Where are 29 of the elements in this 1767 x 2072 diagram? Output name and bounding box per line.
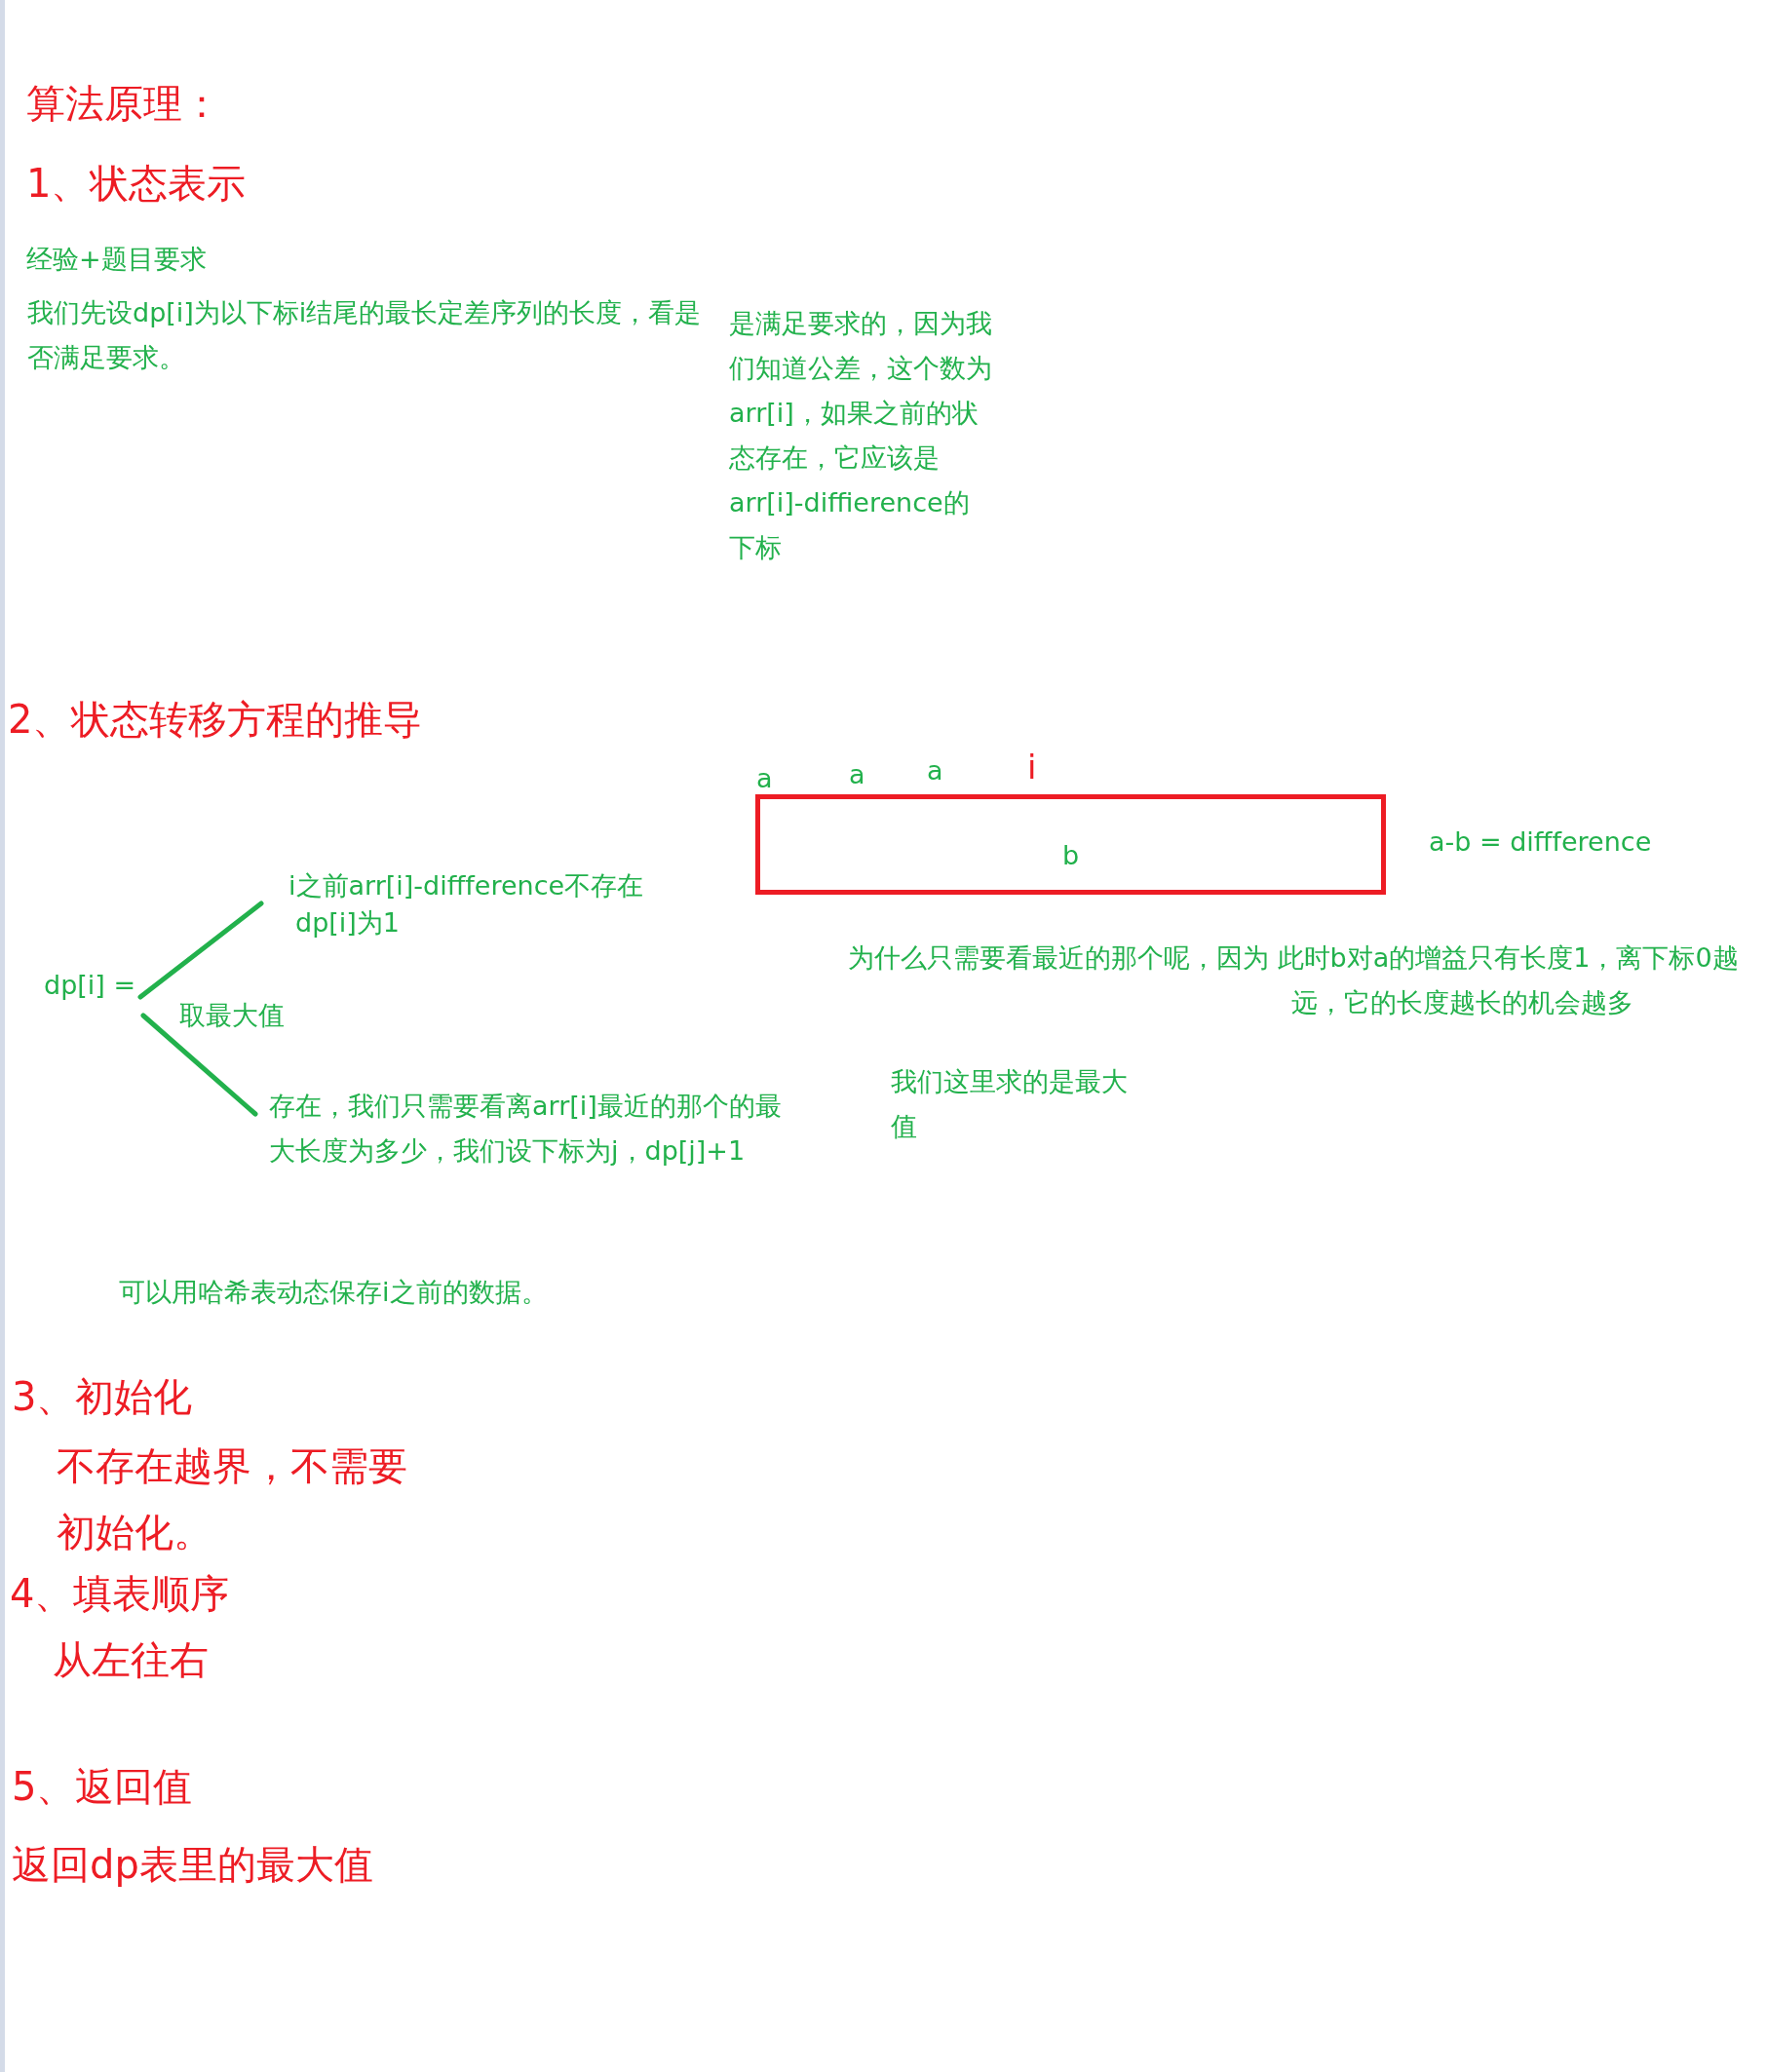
index-label: i	[1027, 747, 1037, 788]
cell-label: b	[1061, 838, 1080, 872]
branch-label: 取最大值	[179, 999, 285, 1032]
body-text: 从左往右	[53, 1636, 209, 1684]
body-text: 不存在越界，不需要初始化。	[57, 1442, 408, 1556]
index-label: a	[927, 754, 943, 787]
note-text: 我们先设dp[i]为以下标i结尾的最长定差序列的长度，看是否满足要求。	[27, 296, 703, 374]
note-text: 我们这里求的是最大值	[891, 1065, 1129, 1143]
heading: 5、返回值	[12, 1763, 193, 1811]
branch-line	[140, 1013, 258, 1117]
heading: 3、初始化	[12, 1373, 193, 1421]
note-text: 经验+题目要求	[26, 243, 207, 276]
note-text: 可以用哈希表动态保存i之前的数据。	[119, 1276, 548, 1309]
case-text: 存在，我们只需要看离arr[i]最近的那个的最大长度为多少，我们设下标为j，dp[j]+1	[268, 1090, 782, 1168]
heading: 2、状态转移方程的推导	[8, 696, 423, 744]
note-text: 为什么只需要看最近的那个呢，因为 此时b对a的增益只有长度1，离下标0越远，它的长度越长的机会越多	[848, 941, 1740, 1019]
case-text: i之前arr[i]-diffference不存在	[288, 869, 645, 902]
body-text: 返回dp表里的最大值	[12, 1841, 373, 1889]
formula-text: a-b = diffference	[1429, 825, 1652, 859]
formula-text: dp[i] =	[43, 969, 137, 1002]
case-text: dp[i]为1	[294, 906, 402, 940]
index-label: a	[756, 762, 773, 795]
branch-line	[137, 901, 264, 1000]
heading: 算法原理：	[26, 80, 221, 128]
heading: 4、填表顺序	[10, 1570, 230, 1618]
array-box	[755, 794, 1386, 895]
index-label: a	[849, 758, 865, 791]
note-text: 是满足要求的，因为我们知道公差，这个数为arr[i]，如果之前的状态存在，它应该是arr[i]-diffierence的下标	[729, 307, 992, 564]
heading: 1、状态表示	[26, 160, 247, 208]
